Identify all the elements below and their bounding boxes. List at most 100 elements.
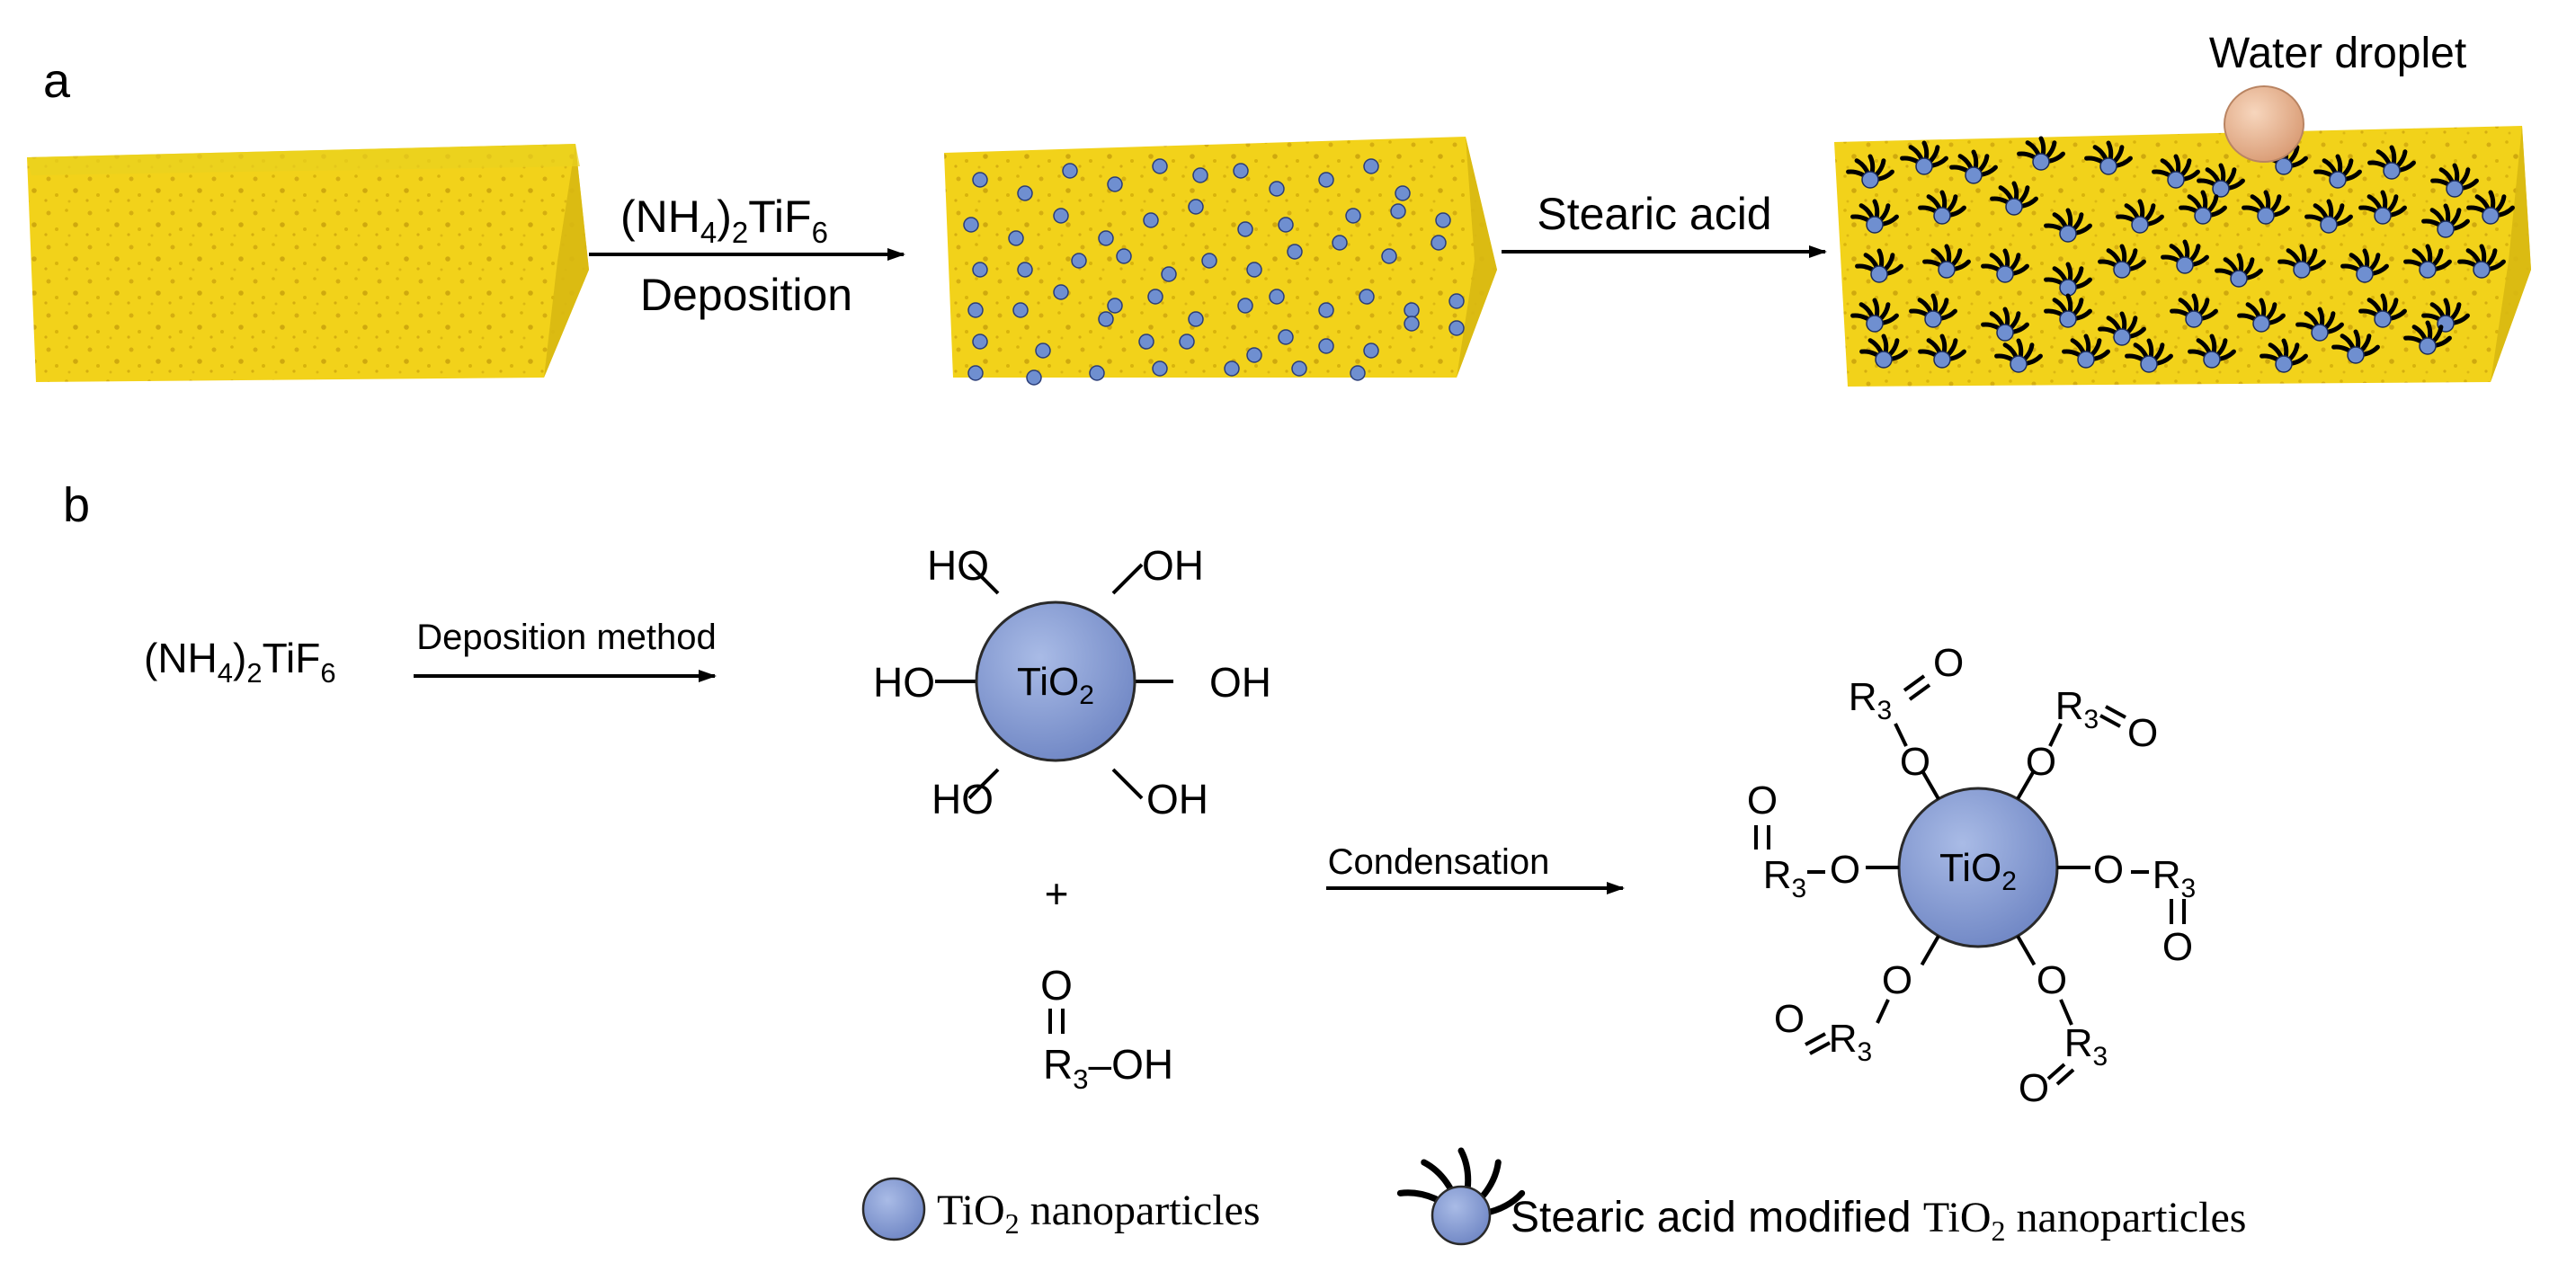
tio2-dot xyxy=(967,302,984,318)
tio2-dot xyxy=(1332,235,1348,251)
tio2-dot xyxy=(1147,289,1163,305)
svg-text:OH: OH xyxy=(1142,542,1204,589)
tio2-dot xyxy=(1318,302,1334,318)
modified-particle xyxy=(1850,199,1899,234)
modified-particle xyxy=(1850,298,1899,333)
modified-particle xyxy=(2304,199,2353,234)
modified-particle xyxy=(2430,163,2479,198)
plain-sponge xyxy=(27,144,589,382)
modified-particle xyxy=(1949,149,1998,184)
legend-tio2-label: TiO2 nanoparticles xyxy=(937,1187,1261,1240)
tio2-dot xyxy=(1404,302,1420,318)
legend-modified-icon xyxy=(1396,1147,1526,1246)
modified-particle xyxy=(2331,329,2380,364)
svg-text:O: O xyxy=(1774,997,1805,1041)
modified-particle xyxy=(2188,334,2236,369)
tio2-dot xyxy=(1404,316,1420,332)
step2-reagent: Stearic acid xyxy=(1537,189,1771,239)
modified-particle xyxy=(2017,136,2065,171)
step1-process: Deposition xyxy=(640,270,852,320)
modified-particle xyxy=(2340,248,2389,283)
svg-text:OH: OH xyxy=(1209,659,1271,706)
tio2-dot xyxy=(1246,262,1262,278)
tio2-dot xyxy=(1192,167,1208,183)
svg-text:R3: R3 xyxy=(2055,684,2099,734)
tio2-dot xyxy=(1152,158,1168,174)
modified-particles xyxy=(1846,136,2515,373)
modified-particle xyxy=(2313,154,2362,189)
modified-particle xyxy=(1909,293,1957,328)
tio2-dot xyxy=(1138,334,1154,350)
modified-particle xyxy=(2403,244,2452,279)
tio2-dot xyxy=(967,365,984,381)
tio2-dot xyxy=(1291,360,1307,377)
tio2-dot xyxy=(1381,248,1397,264)
modified-particle xyxy=(1900,140,1948,175)
modified-particle xyxy=(2152,154,2200,189)
modified-particle xyxy=(2062,334,2110,369)
svg-text:O: O xyxy=(1900,740,1930,784)
tio2-dot xyxy=(1359,289,1375,305)
modified-particle xyxy=(2358,293,2407,328)
tio2-dot xyxy=(1053,208,1069,224)
tio2-dot xyxy=(1318,338,1334,354)
tio2-dot xyxy=(1179,334,1195,350)
hydroxylated-tio2: TiO2 HO OH HO OH HO OH xyxy=(873,542,1271,823)
water-droplet xyxy=(2224,85,2304,163)
modified-particle xyxy=(2358,190,2407,225)
tio2-core xyxy=(975,600,1136,762)
svg-text:O: O xyxy=(1933,641,1964,685)
modified-particle xyxy=(2170,293,2218,328)
svg-text:R3: R3 xyxy=(1849,675,1892,725)
tio2-dot xyxy=(1062,163,1078,179)
svg-text:OH: OH xyxy=(1146,776,1208,823)
tio2-dot xyxy=(1363,158,1379,174)
tio2-dot xyxy=(1116,248,1132,264)
svg-text:O: O xyxy=(2093,848,2124,892)
tio2-dot xyxy=(1435,212,1451,228)
stearic-acid: O R3–OH xyxy=(1040,962,1173,1095)
modified-particle xyxy=(2044,293,2092,328)
tio2-dot xyxy=(1098,230,1114,246)
modified-particle xyxy=(2197,163,2245,198)
tio2-dot xyxy=(1233,163,1249,179)
tio2-dot xyxy=(1143,212,1159,228)
tio2-dot xyxy=(1237,221,1253,237)
modified-particle xyxy=(1846,154,1894,189)
tio2-dot xyxy=(1278,329,1294,345)
svg-text:R3: R3 xyxy=(1763,853,1806,903)
svg-text:O: O xyxy=(2019,1066,2049,1110)
modified-particle xyxy=(1855,248,1903,283)
svg-text:O: O xyxy=(2162,925,2193,969)
tio2-dot xyxy=(1246,347,1262,363)
tio2-dot xyxy=(1071,253,1087,269)
reactant-formula: (NH4)2TiF6 xyxy=(144,635,336,689)
modified-particle xyxy=(2179,190,2227,225)
condensation-label: Condensation xyxy=(1328,842,1550,882)
tio2-dot xyxy=(1188,311,1204,327)
svg-text:HO: HO xyxy=(931,776,994,823)
tio2-dot xyxy=(1350,365,1366,381)
tio2-dot xyxy=(1008,230,1024,246)
svg-text:R3: R3 xyxy=(1829,1017,1872,1067)
tio2-dot xyxy=(1363,342,1379,359)
tio2-dot xyxy=(1345,208,1361,224)
tio2-dot xyxy=(972,334,988,350)
tio2-dot xyxy=(1098,311,1114,327)
svg-text:O: O xyxy=(2127,711,2158,755)
svg-text:O: O xyxy=(1830,848,1860,892)
modified-particle xyxy=(2295,307,2344,342)
water-droplet-label: Water droplet xyxy=(2209,30,2466,77)
svg-text:HO: HO xyxy=(927,542,989,589)
tio2-dot xyxy=(972,262,988,278)
tio2-dot xyxy=(1448,320,1465,336)
step1-reagent: (NH4)2TiF6 xyxy=(620,191,828,249)
modified-particle xyxy=(1990,181,2038,216)
modified-particle xyxy=(2098,311,2146,346)
legend-tio2-icon xyxy=(861,1177,926,1241)
tio2-dot xyxy=(1035,342,1051,359)
tio2-dot xyxy=(1152,360,1168,377)
tio2-dot xyxy=(1278,217,1294,233)
svg-text:TiO2: TiO2 xyxy=(1017,660,1094,710)
